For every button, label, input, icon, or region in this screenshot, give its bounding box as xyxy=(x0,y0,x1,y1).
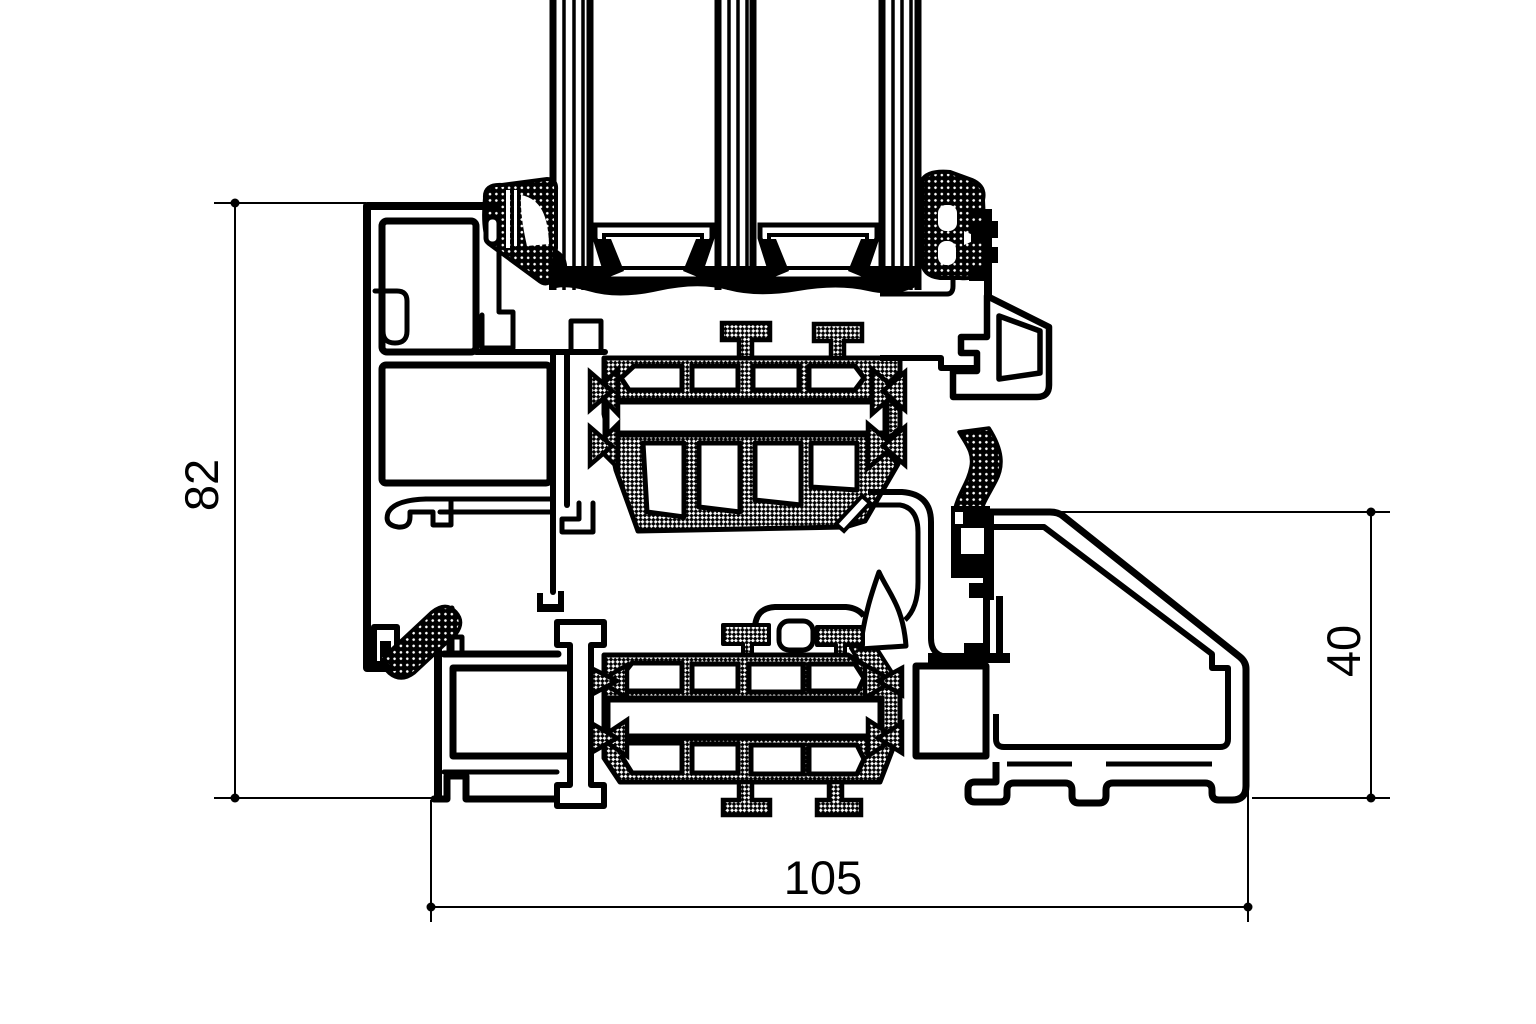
svg-text:40: 40 xyxy=(1317,625,1370,677)
svg-text:105: 105 xyxy=(784,851,862,904)
svg-text:82: 82 xyxy=(175,459,228,511)
